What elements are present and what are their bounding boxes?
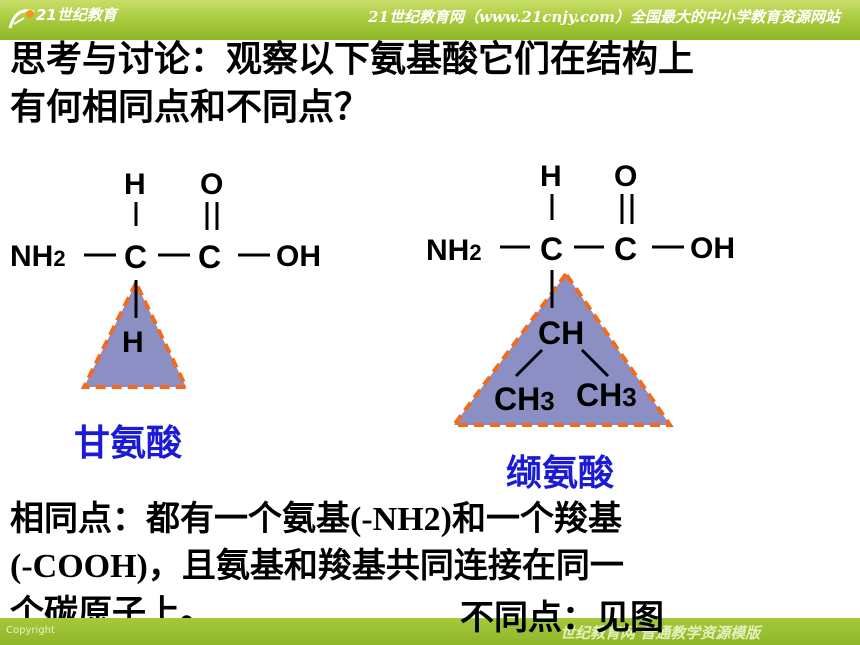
valine-ch3-left: CH3: [494, 381, 555, 417]
glycine-h-top: H: [124, 168, 146, 201]
page-title: 思考与讨论：观察以下氨基酸它们在结构上 有何相同点和不同点？: [10, 36, 850, 132]
valine-o-top: O: [614, 160, 637, 193]
nh2-formula: (-NH2): [350, 501, 452, 538]
glycine-side-chain-triangle: [80, 278, 190, 389]
glycine-oh: OH: [276, 240, 321, 273]
valine-name: 缬氨酸: [506, 453, 615, 494]
site-logo: [8, 9, 35, 29]
similarity-text: 相同点：都有一个氨基(-NH2)和一个羧基 (-COOH)，且氨基和羧基共同连接…: [10, 496, 855, 636]
footer-slogan: 世纪教育网 普通教学资源模版: [560, 624, 761, 642]
valine-nh2: NH2: [426, 234, 482, 267]
header-bar: 21世纪教育 21世纪教育网（www.21cnjy.com）全国最大的中小学教育…: [0, 0, 860, 40]
valine-c-carboxyl: C: [614, 231, 637, 267]
footer-bar: Copyright 世纪教育网 普通教学资源模版: [0, 618, 860, 645]
site-slogan: 21世纪教育网（www.21cnjy.com）全国最大的中小学教育资源网站: [368, 8, 840, 26]
footer-copyright: Copyright: [6, 625, 55, 636]
similarity-text-c: ，且氨基和羧基共同连接在同一: [147, 546, 624, 586]
similarity-text-a: 都有一个氨基: [146, 499, 350, 539]
glycine-o-top: O: [200, 168, 223, 201]
valine-bond-ch-left: [514, 348, 544, 378]
difference-text: 不同点：见图: [460, 598, 664, 638]
cooh-formula: (-COOH): [10, 548, 148, 585]
title-line-1: 思考与讨论：观察以下氨基酸它们在结构上: [10, 39, 695, 80]
valine-ch: CH: [538, 315, 584, 351]
valine-structure: H O NH2 C C OH CH CH3 CH3: [426, 160, 735, 427]
glycine-structure: H O NH2 C C OH H: [10, 168, 321, 389]
title-line-2: 有何相同点和不同点？: [10, 87, 371, 128]
glycine-h-side: H: [122, 326, 144, 359]
valine-h-top: H: [540, 160, 562, 193]
valine-bond-ch-right: [580, 348, 610, 378]
glycine-name: 甘氨酸: [74, 423, 183, 464]
glycine-c-alpha: C: [124, 239, 147, 275]
glycine-nh2: NH2: [10, 240, 66, 273]
similarity-label: 相同点：: [10, 499, 146, 539]
valine-side-chain-triangle: [450, 270, 674, 427]
similarity-line-1: 相同点：都有一个氨基(-NH2)和一个羧基: [10, 496, 855, 543]
similarity-text-b: 和一个羧基: [451, 499, 622, 539]
glycine-c-carboxyl: C: [198, 239, 221, 275]
valine-c-alpha: C: [540, 231, 563, 267]
similarity-line-2: (-COOH)，且氨基和羧基共同连接在同一: [10, 543, 855, 590]
valine-oh: OH: [690, 232, 735, 265]
logo-text: 21世纪教育: [36, 6, 117, 24]
valine-ch3-right: CH3: [576, 377, 637, 413]
